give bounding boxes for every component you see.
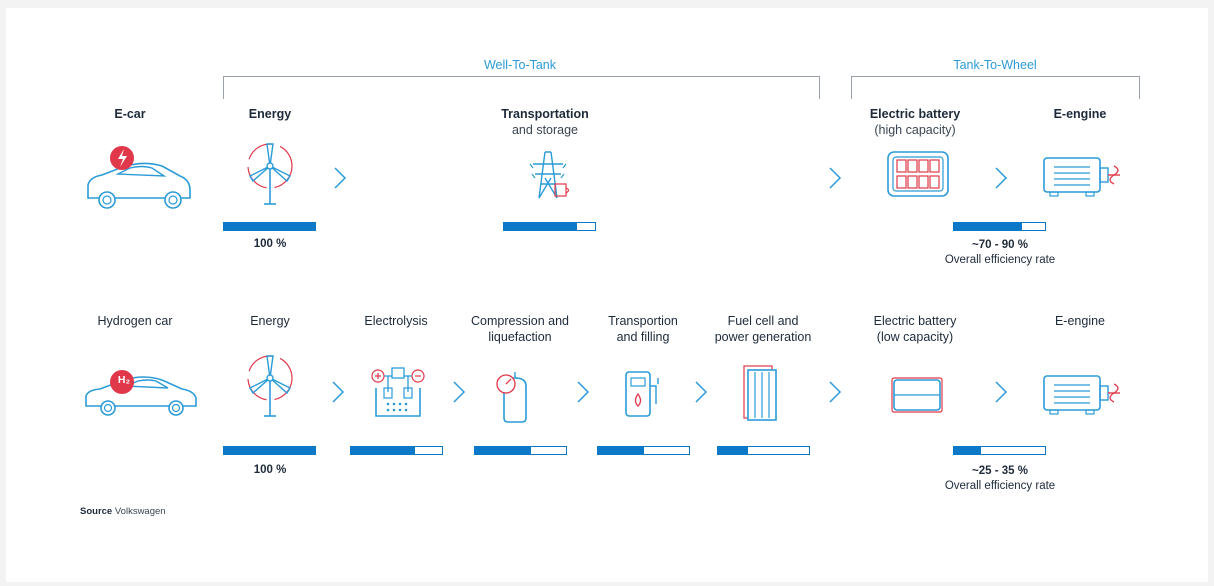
wind-turbine-icon xyxy=(247,355,293,417)
bar-fill xyxy=(954,447,982,454)
chevron-right-icon xyxy=(334,167,347,189)
source-value: Volkswagen xyxy=(114,506,166,517)
ecar-efficiency-label: Overall efficiency rate xyxy=(944,254,1056,266)
battery-low-icon xyxy=(891,377,943,413)
hydrogen-car-icon xyxy=(85,370,197,416)
electric-engine-icon xyxy=(1043,375,1120,415)
hcar-label: Hydrogen car xyxy=(97,314,173,328)
electric-car-icon xyxy=(87,146,191,209)
hcar-bar-battery xyxy=(953,446,1046,455)
tank-to-wheel-bracket xyxy=(851,76,1140,99)
hcar-bar-transportion xyxy=(597,446,690,455)
wind-turbine-icon xyxy=(247,143,293,205)
hcar-efficiency-range: ~25 - 35 % xyxy=(972,465,1028,477)
ecar-step-energy: Energy xyxy=(248,107,292,121)
source-note: Source Volkswagen xyxy=(80,506,166,517)
chevron-right-icon xyxy=(453,381,466,403)
electrolysis-icon xyxy=(371,367,425,417)
bar-fill xyxy=(351,447,415,454)
hcar-step-battery: Electric battery(low capacity) xyxy=(873,314,957,344)
bar-fill xyxy=(718,447,749,454)
fuel-pump-icon xyxy=(625,371,659,417)
tank-to-wheel-label: Tank-To-Wheel xyxy=(953,58,1037,72)
well-to-tank-label: Well-To-Tank xyxy=(483,58,556,72)
ecar-efficiency: ~70 - 90 % Overall efficiency rate xyxy=(915,238,1085,268)
hydrogen-badge: H₂ xyxy=(117,374,131,386)
chevron-right-icon xyxy=(829,381,842,403)
chevron-right-icon xyxy=(829,167,842,189)
hcar-efficiency-label: Overall efficiency rate xyxy=(944,480,1056,492)
ecar-efficiency-range: ~70 - 90 % xyxy=(972,239,1028,251)
bar-fill xyxy=(475,447,532,454)
source-label: Source xyxy=(80,506,113,517)
bar-fill xyxy=(954,223,1023,230)
well-to-tank-bracket xyxy=(223,76,820,99)
hcar-bar-electrolysis xyxy=(350,446,443,455)
hcar-efficiency: ~25 - 35 % Overall efficiency rate xyxy=(915,464,1085,494)
hcar-step-energy: Energy xyxy=(250,314,290,328)
hcar-step-electrolysis: Electrolysis xyxy=(364,314,428,328)
bar-fill xyxy=(598,447,644,454)
ecar-step-battery: Electric battery(high capacity) xyxy=(869,107,961,137)
chevron-right-icon xyxy=(577,381,590,403)
bar-fill xyxy=(504,223,577,230)
power-pylon-icon xyxy=(529,151,570,199)
chevron-right-icon xyxy=(995,381,1008,403)
ecar-bar-transportation xyxy=(503,222,596,231)
hcar-bar-fuel-cell xyxy=(717,446,810,455)
ecar-label: E-car xyxy=(114,107,146,121)
battery-high-icon xyxy=(887,151,949,197)
chevron-right-icon xyxy=(995,167,1008,189)
diagram-card xyxy=(6,8,1208,582)
fuel-cell-icon xyxy=(743,365,777,421)
gas-tank-icon xyxy=(496,372,527,423)
chevron-right-icon xyxy=(695,381,708,403)
hcar-bar-compression xyxy=(474,446,567,455)
ecar-start-percent: 100 % xyxy=(253,238,287,250)
bar-fill xyxy=(224,223,315,230)
ecar-bar-battery xyxy=(953,222,1046,231)
electric-engine-icon xyxy=(1043,157,1120,197)
hcar-start-percent: 100 % xyxy=(253,464,287,476)
ecar-bar-energy xyxy=(223,222,316,231)
ecar-step-engine: E-engine xyxy=(1053,107,1107,121)
chevron-right-icon xyxy=(332,381,345,403)
hcar-bar-energy xyxy=(223,446,316,455)
hcar-step-engine: E-engine xyxy=(1054,314,1106,328)
bar-fill xyxy=(224,447,315,454)
